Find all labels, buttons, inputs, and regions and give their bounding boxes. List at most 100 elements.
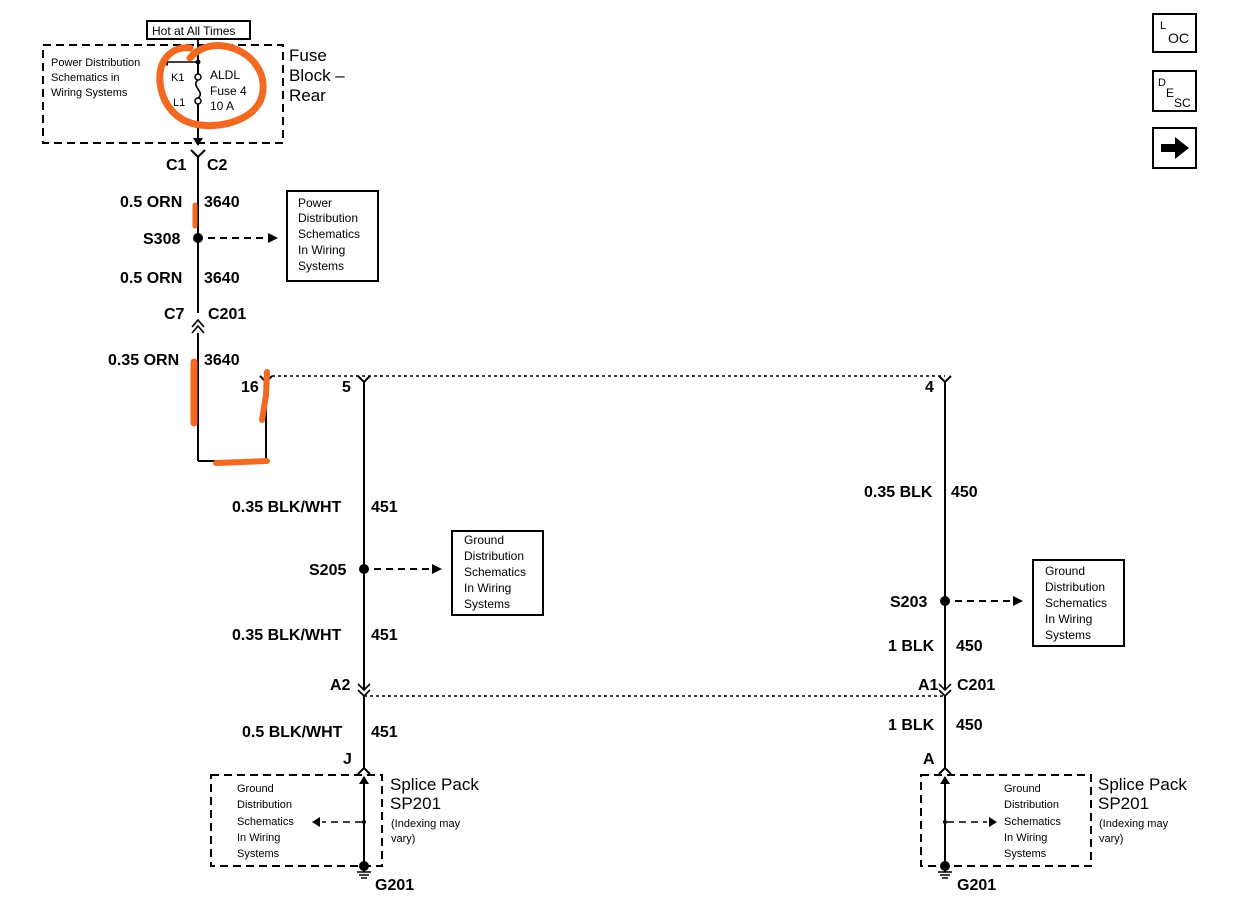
wire-450-b-circuit: 450 (956, 638, 983, 655)
fuse-block-rear-outline (42, 44, 284, 144)
wire-3640-c-circuit: 3640 (204, 352, 240, 369)
pin-5-label: 5 (342, 379, 351, 396)
connector-c2-label: C2 (207, 157, 228, 174)
ground-distribution-ref-box-a (451, 530, 544, 616)
wire-450-b-size: 1 BLK (888, 638, 935, 655)
connector-a2-label: A2 (330, 677, 351, 694)
power-ref-line2: Distribution (298, 211, 358, 225)
highlight-stroke-pin16 (259, 369, 270, 423)
pin-4-label: 4 (925, 379, 934, 396)
next-arrow-icon (1161, 137, 1189, 159)
sp-left-ref-line1: Ground (237, 783, 274, 795)
ground-g201-left-icon (357, 871, 371, 879)
pd-ref-line2: Schematics in (51, 72, 119, 84)
power-ref-line1: Power (298, 196, 332, 210)
splice-pack-right-ref-arrowhead (989, 817, 997, 827)
splice-pack-left-node (362, 820, 366, 824)
wire-3640-c-size: 0.35 ORN (108, 352, 179, 369)
desc-button-sc: SC (1174, 96, 1191, 110)
ground-g201-left-label: G201 (375, 877, 414, 894)
fuse-k1-label: K1 (171, 72, 184, 84)
pin-j-label: J (343, 751, 352, 768)
wire-451-a-circuit: 451 (371, 499, 398, 516)
power-ref-line3: Schematics (298, 227, 360, 241)
fuse-block-name-line3: Rear (289, 86, 326, 105)
connector-c201-upper-label: C201 (208, 306, 246, 323)
sp-right-ref-line5: Systems (1004, 848, 1047, 860)
gnd-b-ref-line4: In Wiring (1045, 612, 1092, 626)
ground-g201-right-label: G201 (957, 877, 996, 894)
wire-450-c-size: 1 BLK (888, 717, 935, 734)
loc-button[interactable]: L OC (1152, 13, 1197, 53)
wire-3640-b-size: 0.5 ORN (120, 270, 182, 287)
splice-s205-label: S205 (309, 562, 346, 579)
gnd-b-ref-line1: Ground (1045, 564, 1085, 578)
sp-right-ref-line3: Schematics (1004, 816, 1061, 828)
pin-a-label: A (923, 751, 935, 768)
splice-pack-left-ref-arrowhead (312, 817, 320, 827)
sp-left-ref-line4: In Wiring (237, 832, 280, 844)
sp-left-ref-line5: Systems (237, 848, 280, 860)
power-ref-line4: In Wiring (298, 243, 345, 257)
desc-button-e: E (1166, 86, 1174, 100)
connector-c7-c201-icon (191, 318, 205, 334)
splice-s308 (193, 233, 203, 243)
highlight-stroke-loop-bottom (213, 458, 270, 466)
connector-c7-label: C7 (164, 306, 185, 323)
pin-a-connector-icon (938, 766, 952, 775)
fuse-terminal-lower (194, 97, 202, 105)
pd-ref-line1: Power Distribution (51, 57, 140, 69)
fuse-l1-label: L1 (173, 97, 185, 109)
pin4-connector-icon (938, 375, 952, 384)
splice-s205 (359, 564, 369, 574)
gnd-a-ref-line1: Ground (464, 533, 504, 547)
connector-c1-c2-icon (190, 149, 206, 159)
sp-right-ref-line1: Ground (1004, 783, 1041, 795)
wire-451-a-size: 0.35 BLK/WHT (232, 499, 342, 516)
pin-16-label: 16 (241, 379, 259, 396)
desc-button-frame (1152, 70, 1197, 112)
ground-g201-right-icon (938, 871, 952, 879)
desc-button[interactable]: D E SC (1152, 70, 1197, 112)
wire-451-b-size: 0.35 BLK/WHT (232, 627, 342, 644)
hot-at-all-times-label: Hot at All Times (152, 24, 235, 38)
connector-a1-label: A1 (918, 677, 939, 694)
sp-left-note-line1: (Indexing may (391, 818, 461, 830)
loc-button-oc: OC (1168, 30, 1189, 46)
gnd-a-ref-line4: In Wiring (464, 581, 511, 595)
sp-left-title-line1: Splice Pack (390, 775, 479, 794)
splice-s203 (940, 596, 950, 606)
fuse-name-line2: Fuse 4 (210, 84, 247, 98)
power-ref-line5: Systems (298, 259, 344, 273)
pin-j-connector-icon (357, 766, 371, 775)
sp-right-ref-line2: Distribution (1004, 799, 1059, 811)
fuse-name-line3: 10 A (210, 99, 234, 113)
splice-pack-right-node (943, 820, 947, 824)
pd-ref-line3: Wiring Systems (51, 87, 128, 99)
sp-left-note-line2: vary) (391, 833, 415, 845)
sp-left-ref-line3: Schematics (237, 816, 294, 828)
gnd-b-ref-line3: Schematics (1045, 596, 1107, 610)
loc-button-l: L (1160, 20, 1166, 32)
sp-left-title-line2: SP201 (390, 794, 441, 813)
s308-ref-arrowhead (268, 233, 278, 243)
splice-s308-label: S308 (143, 231, 180, 248)
desc-button-d: D (1158, 77, 1166, 89)
sp-right-note-line1: (Indexing may (1099, 818, 1169, 830)
next-button[interactable] (1152, 127, 1197, 169)
splice-pack-left-bus-arrow (359, 776, 369, 784)
wire-451-c-circuit: 451 (371, 724, 398, 741)
gnd-a-ref-line2: Distribution (464, 549, 524, 563)
connector-c1-label: C1 (166, 157, 187, 174)
fuse-output-arrowhead (193, 138, 203, 146)
splice-s203-label: S203 (890, 594, 927, 611)
ground-distribution-ref-box-b (1032, 559, 1125, 647)
splice-pack-right-outline (920, 774, 1092, 867)
wire-451-c-size: 0.5 BLK/WHT (242, 724, 343, 741)
fuse-block-name-line2: Block – (289, 66, 345, 85)
power-distribution-ref-box (286, 190, 379, 282)
sp-right-title-line2: SP201 (1098, 794, 1149, 813)
fuse-terminal-upper (194, 73, 202, 81)
splice-pack-right-bus-arrow (940, 776, 950, 784)
